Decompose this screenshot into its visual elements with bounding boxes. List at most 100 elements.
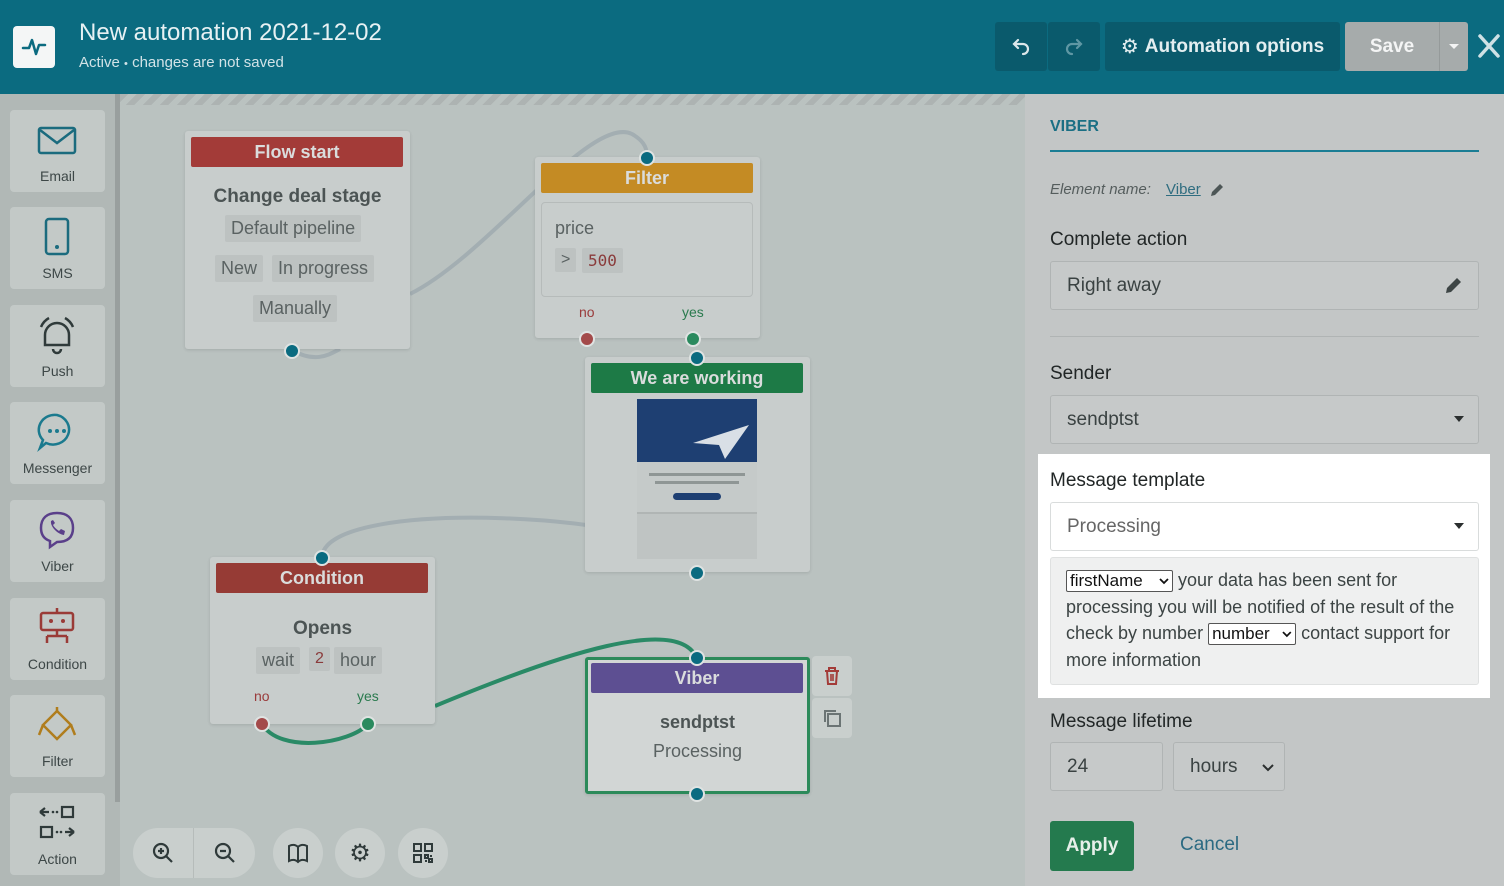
automation-options-button[interactable]: ⚙ Automation options xyxy=(1105,22,1340,71)
filter-rule-box: price > 500 xyxy=(541,202,753,297)
zoom-controls xyxy=(133,828,255,878)
cancel-button[interactable]: Cancel xyxy=(1180,834,1240,855)
variable-select-firstname[interactable]: firstName xyxy=(1066,570,1173,593)
phone-icon xyxy=(44,217,70,256)
close-icon[interactable] xyxy=(1474,28,1504,64)
app-logo[interactable] xyxy=(13,26,55,68)
variable-select-number[interactable]: number xyxy=(1208,623,1297,646)
save-button[interactable]: Save xyxy=(1369,35,1415,57)
filter-node[interactable]: Filter price > 500 no yes xyxy=(535,157,760,338)
redo-button[interactable] xyxy=(1048,22,1100,71)
template-value: Processing xyxy=(1067,515,1161,537)
viber-node[interactable]: Viber sendptst Processing xyxy=(585,657,810,794)
zoom-out-icon xyxy=(214,842,235,863)
viber-in-port[interactable] xyxy=(689,650,705,666)
palette-item-messenger[interactable]: Messenger xyxy=(10,402,105,484)
filter-value: 500 xyxy=(582,248,623,273)
email-node[interactable]: We are working xyxy=(585,357,810,572)
email-out-port[interactable] xyxy=(689,565,705,581)
email-icon xyxy=(37,126,77,155)
zoom-out-button[interactable] xyxy=(194,828,255,878)
sender-label: Sender xyxy=(1050,363,1112,384)
template-select[interactable]: Processing xyxy=(1050,502,1479,551)
palette-item-condition[interactable]: Condition xyxy=(10,598,105,680)
flow-start-out-port[interactable] xyxy=(284,343,300,359)
gear-icon: ⚙ xyxy=(349,839,371,867)
zoom-in-icon xyxy=(152,842,173,863)
caret-down-icon xyxy=(1449,44,1459,49)
node-header: Flow start xyxy=(191,137,403,167)
condition-no-port[interactable] xyxy=(254,716,270,732)
condition-icon xyxy=(39,608,75,643)
lifetime-unit-select[interactable]: hours xyxy=(1173,742,1285,791)
node-title: Change deal stage xyxy=(213,186,382,207)
complete-action-label: Complete action xyxy=(1050,229,1188,250)
palette-item-push[interactable]: Push xyxy=(10,305,105,387)
status-separator: • xyxy=(124,58,128,70)
status-text: Active xyxy=(79,54,120,71)
sender-select[interactable]: sendptst xyxy=(1050,395,1479,444)
canvas-settings-button[interactable]: ⚙ xyxy=(335,828,385,878)
filter-field: price xyxy=(555,218,595,238)
condition-yes-port[interactable] xyxy=(360,716,376,732)
complete-action-field[interactable]: Right away xyxy=(1050,261,1479,310)
filter-operator: > xyxy=(555,248,577,272)
viber-icon xyxy=(39,511,75,550)
palette-item-action[interactable]: Action xyxy=(10,793,105,875)
pencil-icon[interactable] xyxy=(1444,275,1464,295)
email-preview-footer xyxy=(637,512,757,559)
lifetime-value: 24 xyxy=(1067,755,1089,777)
zoom-in-button[interactable] xyxy=(133,828,194,878)
wait-unit-tag: hour xyxy=(334,647,383,674)
email-in-port[interactable] xyxy=(689,350,705,366)
viber-out-port[interactable] xyxy=(689,786,705,802)
panel-tab-viber[interactable]: VIBER xyxy=(1050,118,1099,135)
qr-code-icon xyxy=(413,843,433,863)
element-name-value[interactable]: Viber xyxy=(1166,181,1201,198)
pulse-icon xyxy=(21,38,47,56)
palette-item-email[interactable]: Email xyxy=(10,110,105,192)
palette-label: SMS xyxy=(42,265,73,281)
redo-icon xyxy=(1065,38,1083,55)
condition-node[interactable]: Condition Opens wait 2 hour no yes xyxy=(210,557,435,724)
email-preview-text-line xyxy=(649,473,745,476)
filter-icon xyxy=(37,707,77,741)
element-name-label: Element name: xyxy=(1050,181,1151,198)
gear-icon: ⚙ xyxy=(1120,36,1139,58)
filter-in-port[interactable] xyxy=(639,150,655,166)
apply-button[interactable]: Apply xyxy=(1050,821,1134,871)
palette-label: Action xyxy=(38,851,77,867)
save-dropdown-button[interactable] xyxy=(1439,22,1468,71)
pencil-icon[interactable] xyxy=(1209,182,1225,198)
node-header: Viber xyxy=(591,663,803,693)
divider xyxy=(1050,336,1479,337)
lifetime-input[interactable]: 24 xyxy=(1050,742,1163,791)
top-bar: New automation 2021-12-02 Active • chang… xyxy=(0,0,1504,94)
to-stage-tag: In progress xyxy=(272,255,375,282)
palette-item-viber[interactable]: Viber xyxy=(10,500,105,582)
duplicate-node-button[interactable] xyxy=(812,698,852,738)
chevron-down-icon xyxy=(1262,764,1274,772)
filter-yes-port[interactable] xyxy=(685,331,701,347)
palette-scrollbar[interactable] xyxy=(115,94,120,802)
automation-options-label: Automation options xyxy=(1144,35,1325,57)
chevron-down-icon xyxy=(1282,631,1292,637)
filter-no-port[interactable] xyxy=(579,331,595,347)
copy-icon xyxy=(824,710,841,727)
flow-canvas[interactable]: Flow start Change deal stage Default pip… xyxy=(120,94,1025,886)
variable-value: number xyxy=(1212,624,1270,643)
flow-start-node[interactable]: Flow start Change deal stage Default pip… xyxy=(185,131,410,349)
guide-button[interactable] xyxy=(273,828,323,878)
condition-in-port[interactable] xyxy=(314,550,330,566)
node-header: We are working xyxy=(591,363,803,393)
variable-value: firstName xyxy=(1070,571,1143,590)
undo-button[interactable] xyxy=(995,22,1047,71)
qr-button[interactable] xyxy=(398,828,448,878)
caret-down-icon xyxy=(1454,416,1464,422)
palette-item-filter[interactable]: Filter xyxy=(10,695,105,777)
wait-tag: wait xyxy=(256,647,301,674)
palette-item-sms[interactable]: SMS xyxy=(10,207,105,289)
email-preview xyxy=(637,399,757,559)
delete-node-button[interactable] xyxy=(812,656,852,696)
caret-down-icon xyxy=(1454,523,1464,529)
